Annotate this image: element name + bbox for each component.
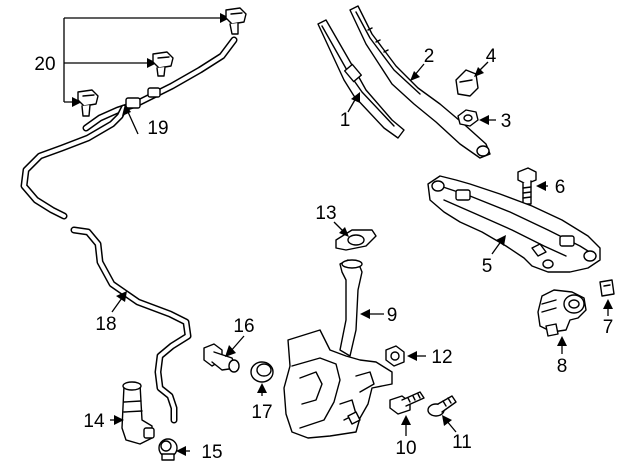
washer-pump (110, 381, 155, 445)
callout-13: 13 (315, 203, 336, 224)
linkage-bolt (517, 167, 548, 205)
washer-reservoir (283, 259, 393, 439)
callout-20: 20 (34, 54, 55, 75)
washer-hose (70, 226, 192, 424)
callout-3: 3 (501, 111, 512, 132)
callout-7: 7 (603, 317, 614, 338)
wiper-motor (537, 289, 587, 354)
nozzle-hose (20, 36, 238, 220)
arm-cap (455, 61, 489, 97)
callout-6: 6 (555, 177, 566, 198)
callout-9: 9 (387, 305, 398, 326)
callout-1: 1 (340, 110, 351, 131)
callout-2: 2 (424, 46, 435, 67)
callout-11: 11 (452, 432, 472, 453)
sensor-grommet (250, 361, 274, 396)
wiper-blade (317, 19, 405, 139)
callout-12: 12 (431, 347, 452, 368)
washer-nozzle-group (63, 7, 247, 117)
callout-17: 17 (251, 402, 272, 423)
callout-5: 5 (482, 256, 493, 277)
callout-16: 16 (233, 316, 254, 337)
callout-14: 14 (83, 411, 105, 432)
callout-4: 4 (486, 46, 497, 67)
arm-nut (457, 109, 496, 127)
wiper-linkage (427, 175, 601, 273)
washer-nozzle-icon (225, 7, 247, 35)
reservoir-bolt (389, 391, 425, 436)
callout-18: 18 (95, 314, 116, 335)
clip (599, 279, 615, 316)
callout-10: 10 (395, 438, 416, 459)
callout-8: 8 (557, 356, 568, 377)
reservoir-nut (385, 345, 426, 367)
callout-19: 19 (147, 118, 168, 139)
filler-cap (333, 221, 377, 251)
level-sensor (203, 335, 245, 373)
washer-nozzle-icon (77, 89, 99, 117)
callout-numbers: 1 2 3 4 5 6 7 8 9 10 11 12 13 14 15 16 1… (34, 46, 613, 463)
callout-15: 15 (201, 442, 222, 463)
pump-grommet (158, 438, 190, 461)
washer-nozzle-icon (152, 51, 174, 77)
wiper-arm (349, 5, 491, 159)
reservoir-screw (427, 395, 457, 433)
